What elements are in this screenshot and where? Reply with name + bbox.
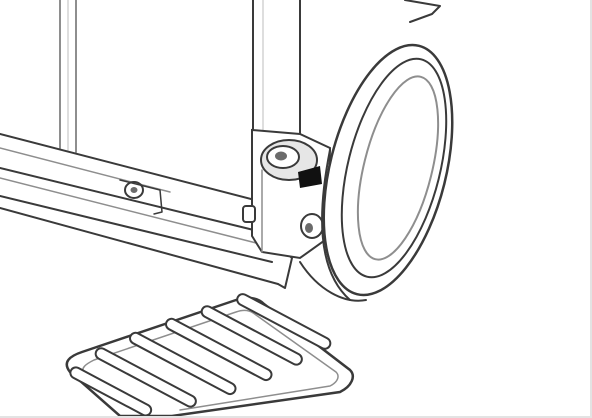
grille-slot [94, 347, 197, 408]
slotted-grille [65, 293, 354, 416]
clamp-side-screw-center [305, 223, 313, 233]
clamp-knob-hub [275, 151, 287, 161]
clamp-dark-slot [298, 166, 322, 188]
clamp-assembly [242, 128, 332, 260]
rail-face-line-1 [0, 167, 263, 233]
grille-inner-border [82, 309, 339, 411]
grille-slot [200, 305, 303, 366]
ring-disc [299, 43, 454, 302]
frame-rail [0, 133, 293, 289]
rail-bottom-edge [0, 207, 279, 285]
ring-thickness-edge [321, 149, 351, 301]
ring-inner [356, 75, 440, 261]
rail-bolt-center [130, 187, 138, 193]
grille-outer [65, 296, 354, 416]
clamp-pin [242, 205, 256, 223]
grille-slot [236, 293, 332, 350]
grille-slot [165, 317, 273, 382]
rail-top-edge [0, 133, 256, 201]
ring-rim [340, 57, 448, 279]
rail-face-line-3 [0, 195, 273, 263]
left-post [59, 0, 77, 153]
ring-bottom-edge [299, 261, 367, 302]
grille-slot [69, 366, 153, 416]
rail-face-line-2 [0, 177, 269, 247]
top-bracket [404, 0, 441, 23]
rail-bolt-plate [119, 179, 163, 215]
center-post [252, 0, 301, 135]
grille-slot [129, 331, 237, 396]
